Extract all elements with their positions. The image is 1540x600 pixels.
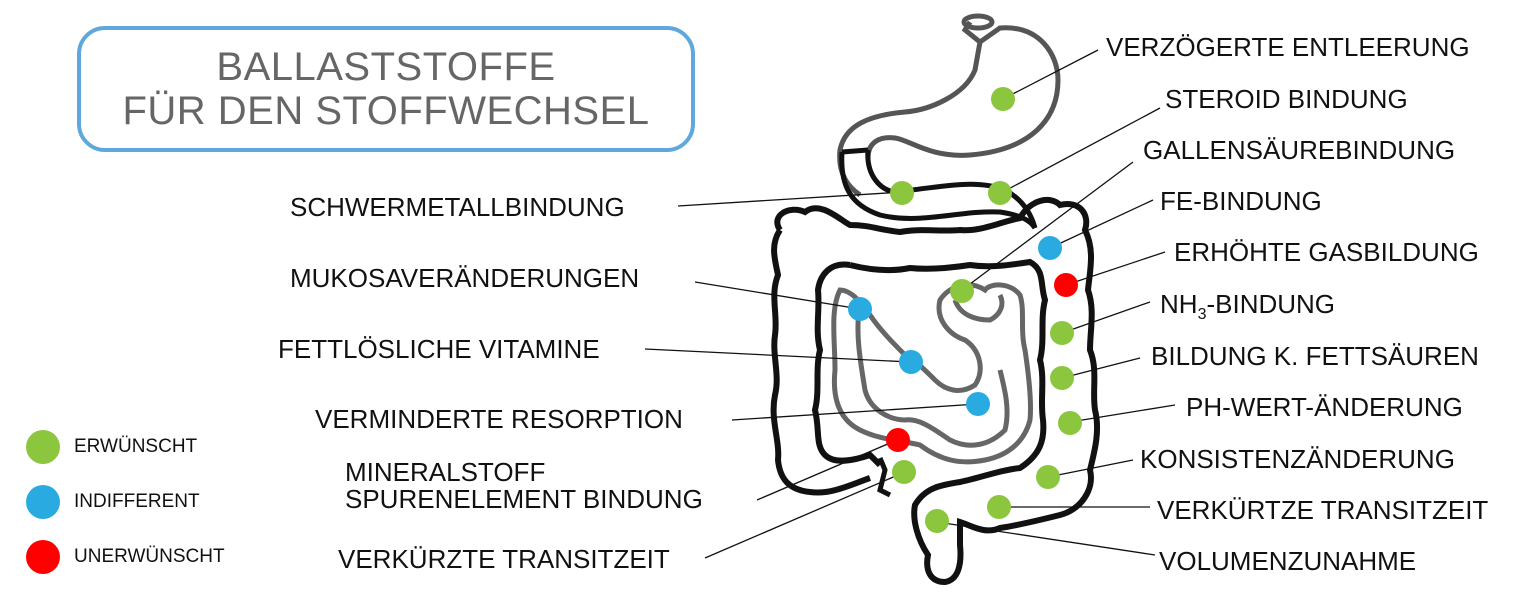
label-verminderte-resorption: VERMINDERTE RESORPTION: [315, 404, 683, 434]
dot-fettloesliche-vitamine: [899, 350, 923, 374]
dot-volumenzunahme: [925, 509, 949, 533]
legend-dot-red-icon: [26, 540, 60, 574]
dot-schwermetallbindung: [890, 181, 914, 205]
label-verkuerzte-transitzeit-left: VERKÜRZTE TRANSITZEIT: [338, 544, 670, 574]
label-verkuertze-transitzeit-right: VERKÜRTZE TRANSITZEIT: [1157, 495, 1489, 525]
dot-erhoehte-gasbildung: [1054, 273, 1078, 297]
nh3-text: NH: [1160, 289, 1198, 319]
dot-bildung-k-fettsaeuren: [1050, 366, 1074, 390]
legend-label: ERWÜNSCHT: [74, 436, 198, 457]
status-dots: [848, 87, 1082, 533]
dot-nh3-bindung: [1050, 321, 1074, 345]
dot-fe-bindung: [1038, 236, 1062, 260]
label-erhoehte-gasbildung: ERHÖHTE GASBILDUNG: [1174, 237, 1479, 267]
dot-ph-wert-aenderung: [1058, 411, 1082, 435]
dot-verkuerzte-transitzeit-left: [892, 460, 916, 484]
label-nh3-bindung: NH3-BINDUNG: [1160, 290, 1335, 329]
title-line-2: FÜR DEN STOFFWECHSEL: [122, 89, 650, 133]
dot-verkuertze-transitzeit-right: [987, 495, 1011, 519]
label-fettloesliche-vitamine: FETTLÖSLICHE VITAMINE: [278, 334, 600, 364]
dot-gallensaeurebindung: [950, 279, 974, 303]
nh3-suffix: -BINDUNG: [1206, 289, 1336, 319]
label-konsistenzaenderung: KONSISTENZÄNDERUNG: [1140, 444, 1455, 474]
label-volumenzunahme: VOLUMENZUNAHME: [1159, 546, 1417, 576]
appendix-outline: [877, 457, 892, 498]
label-verzoegerte-entleerung: VERZÖGERTE ENTLEERUNG: [1106, 32, 1470, 62]
legend-dot-blue-icon: [26, 485, 60, 519]
label-steroid-bindung: STEROID BINDUNG: [1165, 84, 1408, 114]
legend-item-desired: ERWÜNSCHT: [26, 430, 197, 464]
title-box: BALLASTSTOFFE FÜR DEN STOFFWECHSEL: [77, 26, 695, 152]
stomach-outline: [837, 13, 1061, 198]
legend-label: UNERWÜNSCHT: [74, 546, 225, 567]
leader-lines: [644, 49, 1176, 559]
label-fe-bindung: FE-BINDUNG: [1160, 186, 1322, 216]
dot-mineralstoff-bindung: [886, 428, 910, 452]
label-ph-wert-aenderung: PH-WERT-ÄNDERUNG: [1186, 392, 1463, 422]
large-intestine-outline: [770, 196, 1101, 586]
dot-mukosaveraenderungen: [848, 297, 872, 321]
label-bildung-k-fettsaeuren: BILDUNG K. FETTSÄUREN: [1151, 341, 1479, 371]
small-intestine-outline: [831, 282, 1034, 465]
label-mukosaveraenderungen: MUKOSAVERÄNDERUNGEN: [290, 263, 640, 293]
dot-steroid-bindung: [988, 181, 1012, 205]
label-mineralstoff-line1: MINERALSTOFF: [345, 457, 546, 487]
legend-label: INDIFFERENT: [74, 491, 200, 512]
legend-dot-green-icon: [26, 430, 60, 464]
legend-item-undesired: UNERWÜNSCHT: [26, 540, 225, 574]
dot-verminderte-resorption: [966, 392, 990, 416]
dot-konsistenzaenderung: [1036, 465, 1060, 489]
dot-verzoegerte-entleerung: [991, 87, 1015, 111]
label-gallensaeurebindung: GALLENSÄUREBINDUNG: [1143, 135, 1456, 165]
label-mineralstoff-line2: SPURENELEMENT BINDUNG: [345, 484, 703, 514]
legend-item-indifferent: INDIFFERENT: [26, 485, 200, 519]
nh3-subscript: 3: [1197, 306, 1207, 324]
label-schwermetallbindung: SCHWERMETALLBINDUNG: [290, 192, 625, 222]
title-line-1: BALLASTSTOFFE: [216, 45, 556, 89]
